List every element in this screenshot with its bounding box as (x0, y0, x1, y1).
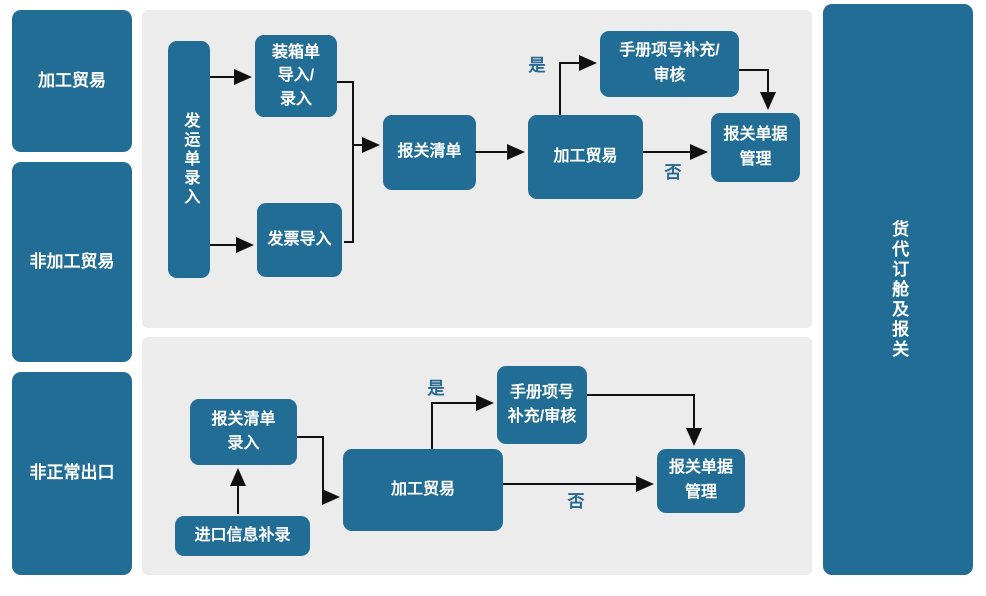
arrow-manual-to-doc-mgmt-bottom (587, 394, 702, 446)
node-processing-trade-top: 加工贸易 (528, 115, 643, 199)
node-manual-item-supplement-bottom: 手册项号 补充/审核 (497, 366, 587, 444)
node-manual-item-supplement-top: 手册项号补充/ 审核 (600, 31, 739, 97)
node-declaration-doc-mgmt-bottom: 报关单据 管理 (657, 449, 745, 513)
node-import-info-supplement: 进口信息补录 (175, 516, 310, 556)
label-no-top: 否 (664, 163, 682, 182)
node-invoice-import: 发票导入 (257, 203, 342, 277)
connector-packing-invoice-trunk (337, 81, 354, 243)
arrow-list-entry-to-processing-bottom (297, 436, 340, 505)
label-yes-top: 是 (528, 56, 546, 75)
label-no-bottom: 否 (567, 492, 585, 511)
label-yes-bottom: 是 (427, 379, 445, 398)
node-declaration-doc-mgmt-top: 报关单据 管理 (711, 113, 800, 182)
node-declaration-list: 报关清单 (383, 115, 476, 190)
arrow-processing-yes-to-manual-bottom (431, 395, 494, 449)
node-declaration-list-entry: 报关清单 录入 (190, 399, 297, 465)
lane-non-processing-trade: 非加工贸易 (12, 162, 132, 362)
lane-abnormal-export: 非正常出口 (12, 372, 132, 575)
arrow-manual-to-doc-mgmt-top (739, 69, 776, 110)
node-packing-list-import: 装箱单 导入/ 录入 (255, 35, 337, 117)
node-processing-trade-bottom: 加工贸易 (343, 449, 503, 531)
lane-processing-trade: 加工贸易 (12, 10, 132, 152)
lane-forwarder-booking-customs: 货代订舱及报关 (823, 4, 973, 575)
arrow-processing-yes-to-manual-top (559, 55, 597, 115)
node-shipping-order-entry: 发运单录入 (168, 41, 210, 278)
